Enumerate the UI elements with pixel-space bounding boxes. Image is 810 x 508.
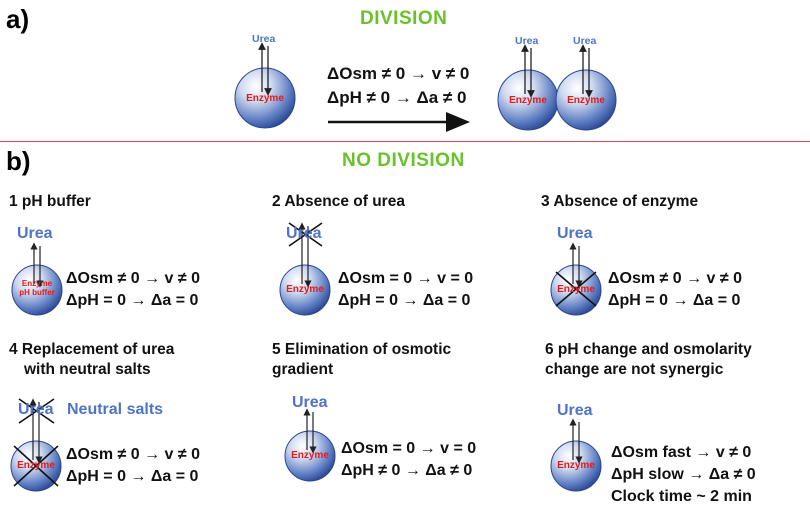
case-3-urea-label: Urea — [557, 225, 593, 242]
case-1-urea-label: Urea — [17, 225, 53, 242]
case-6-eq-osm: ΔOsm fast → v ≠ 0 — [611, 444, 752, 461]
case-4-eq-ph: ΔpH = 0 → Δa = 0 — [66, 468, 199, 485]
vesicle-case-5 — [284, 408, 336, 482]
enzyme-label-a-right-2: Enzyme — [567, 95, 605, 106]
vesicle-a-right-1 — [497, 44, 559, 131]
vesicle-case-2 — [279, 222, 331, 316]
no-division-title: NO DIVISION — [342, 150, 465, 171]
vesicle-a-right-2 — [555, 44, 617, 131]
case-5-enzyme-label: Enzyme — [291, 450, 329, 461]
case-1-eq-ph: ΔpH = 0 → Δa = 0 — [66, 292, 199, 309]
case-1-title: 1 pH buffer — [9, 193, 91, 210]
case-2-eq-osm: ΔOsm = 0 → v = 0 — [338, 270, 474, 287]
vesicle-case-6 — [550, 418, 602, 492]
panel-b-label: b) — [6, 146, 31, 176]
case-2-urea-label: Urea — [286, 225, 322, 242]
vesicle-a-left — [234, 42, 296, 129]
case-2-eq-ph: ΔpH = 0 → Δa = 0 — [338, 292, 471, 309]
case-6-urea-label: Urea — [557, 402, 593, 419]
enzyme-label-a-right-1: Enzyme — [509, 95, 547, 106]
case-3-title: 3 Absence of enzyme — [541, 193, 699, 210]
case-1-ph-buffer-label: pH buffer — [19, 288, 55, 297]
case-4-urea-label: Urea — [18, 401, 54, 418]
case-1-enzyme-label: Enzyme — [21, 279, 53, 288]
case-4-eq-osm: ΔOsm ≠ 0 → v ≠ 0 — [66, 446, 200, 463]
case-6-title-line-1: 6 pH change and osmolarity — [545, 341, 752, 358]
case-4-title-line-2: with neutral salts — [24, 361, 151, 378]
case-5-eq-osm: ΔOsm = 0 → v = 0 — [341, 440, 477, 457]
case-6-title-line-2: change are not synergic — [545, 361, 724, 378]
case-6-clock-time: Clock time ~ 2 min — [611, 488, 752, 505]
enzyme-label-a-left: Enzyme — [246, 93, 284, 104]
case-5-eq-ph: ΔpH ≠ 0 → Δa ≠ 0 — [341, 462, 473, 479]
division-title: DIVISION — [360, 8, 448, 29]
division-eq-ph: ΔpH ≠ 0 → Δa ≠ 0 — [327, 88, 467, 107]
case-3-enzyme-label: Enzyme — [557, 284, 595, 295]
case-2-title: 2 Absence of urea — [272, 193, 405, 210]
division-eq-osm: ΔOsm ≠ 0 → v ≠ 0 — [327, 64, 470, 83]
panel-a-label: a) — [6, 4, 30, 34]
case-4-neutral-salts-label: Neutral salts — [67, 401, 164, 418]
case-1-eq-osm: ΔOsm ≠ 0 → v ≠ 0 — [66, 270, 200, 287]
case-4-enzyme-label: Enzyme — [17, 460, 55, 471]
division-arrow — [328, 112, 470, 132]
urea-label-a-left: Urea — [252, 33, 276, 45]
case-5-title-line-2: gradient — [272, 361, 334, 378]
vesicle-case-4 — [10, 398, 62, 492]
vesicle-case-1 — [11, 242, 63, 316]
case-5-urea-label: Urea — [292, 394, 328, 411]
case-4-title-line-1: 4 Replacement of urea — [9, 341, 175, 358]
case-2-enzyme-label: Enzyme — [286, 284, 324, 295]
urea-label-a-right-2: Urea — [573, 35, 597, 47]
case-3-eq-osm: ΔOsm ≠ 0 → v ≠ 0 — [608, 270, 742, 287]
case-5-title-line-1: 5 Elimination of osmotic — [272, 341, 452, 358]
vesicle-case-3 — [550, 242, 602, 316]
case-6-eq-ph: ΔpH slow → Δa ≠ 0 — [611, 466, 756, 483]
case-3-eq-ph: ΔpH = 0 → Δa = 0 — [608, 292, 741, 309]
urea-label-a-right-1: Urea — [515, 35, 539, 47]
panel-divider — [0, 141, 810, 142]
case-6-enzyme-label: Enzyme — [557, 460, 595, 471]
